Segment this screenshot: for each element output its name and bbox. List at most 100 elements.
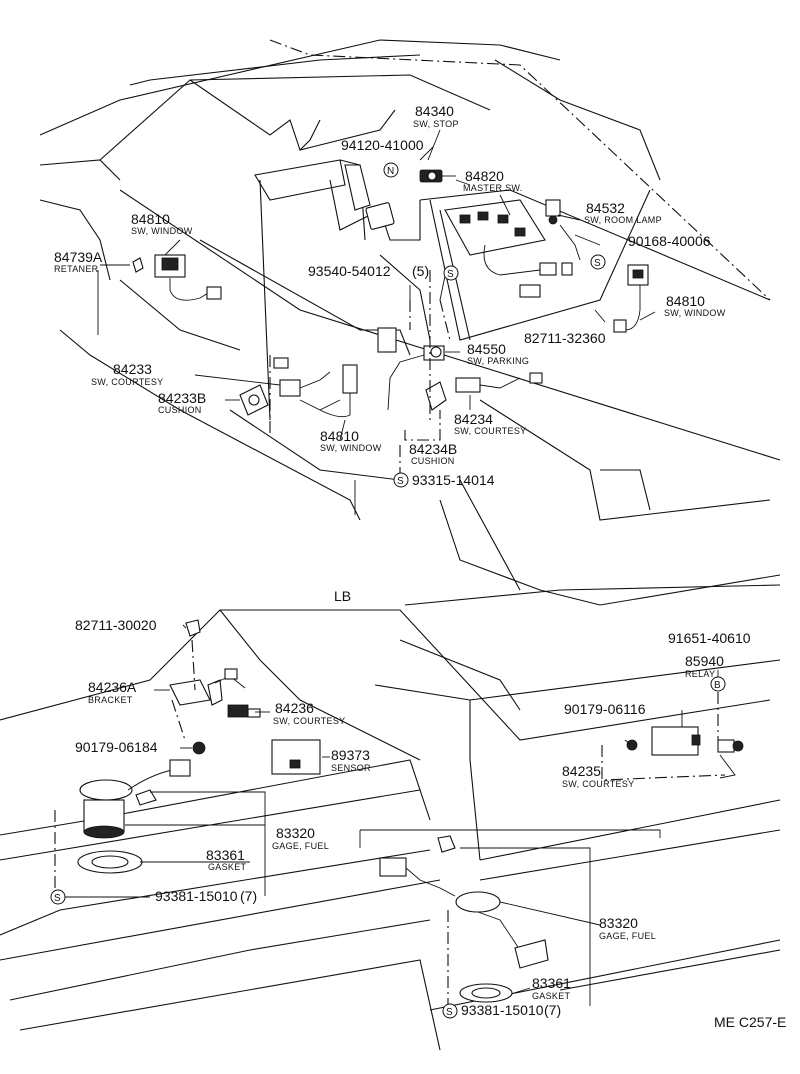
courtesy-switch-right-part [425, 372, 543, 411]
label-84810-middle: 84810 SW, WINDOW [320, 428, 382, 453]
label-84233: 84233 SW, COURTESY [91, 361, 163, 387]
svg-text:93381-15010: 93381-15010 [461, 1002, 544, 1018]
svg-text:83361: 83361 [532, 975, 571, 991]
svg-text:84233B: 84233B [158, 390, 206, 406]
svg-text:RELAY: RELAY [685, 669, 715, 679]
svg-text:84550: 84550 [467, 341, 506, 357]
svg-text:RETANER: RETANER [54, 264, 99, 274]
svg-text:84810: 84810 [320, 428, 359, 444]
body-outline-bottom [0, 584, 781, 1051]
label-91651-40610: 91651-40610 [668, 630, 751, 646]
svg-text:BRACKET: BRACKET [88, 695, 133, 705]
svg-text:S: S [397, 476, 404, 487]
stop-switch-part [419, 129, 456, 183]
svg-text:GASKET: GASKET [208, 862, 247, 872]
gasket-right-part [459, 983, 513, 1003]
label-84550: 84550 SW, PARKING [467, 341, 529, 366]
s-symbol-top: S S S [393, 254, 606, 488]
svg-text:SW, STOP: SW, STOP [413, 119, 459, 129]
courtesy-switch-left-part [239, 357, 341, 416]
label-82711-32360: 82711-32360 [524, 330, 606, 346]
svg-text:SENSOR: SENSOR [331, 763, 371, 773]
svg-text:89373: 89373 [331, 747, 370, 763]
label-82711-30020: 82711-30020 [75, 617, 157, 633]
svg-text:93540-54012: 93540-54012 [308, 263, 391, 279]
label-84236: 84236 SW, COURTESY [273, 700, 345, 726]
svg-text:SW, COURTESY: SW, COURTESY [273, 716, 345, 726]
svg-text:83320: 83320 [276, 825, 315, 841]
svg-text:SW, WINDOW: SW, WINDOW [320, 443, 382, 453]
svg-text:S: S [447, 269, 454, 280]
gasket-left-part [77, 850, 143, 874]
label-94120-41000: 94120-41000 [341, 137, 424, 153]
parking-switch-part [377, 327, 445, 411]
svg-text:83320: 83320 [599, 915, 638, 931]
nut-90179a-part [192, 741, 206, 755]
s-symbol-bottom: S S [50, 889, 458, 1019]
svg-text:B: B [714, 680, 721, 691]
retainer-part [132, 257, 144, 273]
svg-text:SW, COURTESY: SW, COURTESY [91, 377, 163, 387]
svg-text:84236A: 84236A [88, 679, 137, 695]
label-84235: 84235 SW, COURTESY [562, 763, 634, 789]
b-symbol: B [710, 676, 726, 692]
master-switch-part [444, 194, 557, 298]
svg-text:84233: 84233 [113, 361, 152, 377]
label-84739A: 84739A RETANER [54, 249, 103, 274]
svg-text:GASKET: GASKET [532, 991, 571, 1001]
label-93315-14014: 93315-14014 [412, 472, 495, 488]
svg-text:CUSHION: CUSHION [411, 456, 455, 466]
label-90168-40006: 90168-40006 [628, 233, 711, 249]
label-84234: 84234 SW, COURTESY [454, 411, 526, 436]
courtesy-switch-84235-part [717, 739, 744, 779]
brake-pedal-part [344, 164, 395, 230]
label-83320-left: 83320 GAGE, FUEL [272, 825, 329, 851]
svg-text:S: S [446, 1007, 453, 1018]
label-83361-left: 83361 GASKET [206, 847, 247, 872]
fuel-gage-left-part [79, 759, 191, 839]
leaders-top [97, 146, 656, 515]
leaders-bottom [54, 624, 726, 1006]
bracket-part [169, 668, 246, 706]
svg-text:CUSHION: CUSHION [158, 405, 202, 415]
svg-text:(7): (7) [544, 1002, 561, 1018]
label-90179-06116: 90179-06116 [564, 701, 646, 717]
label-93381-right: 93381-15010 (7) [461, 1002, 561, 1018]
label-84234B: 84234B CUSHION [409, 441, 457, 466]
window-switch-middle-part [319, 364, 358, 418]
label-93381-left: 93381-15010 (7) [155, 888, 257, 904]
svg-text:SW, WINDOW: SW, WINDOW [131, 226, 193, 236]
body-outline-top [39, 39, 781, 606]
svg-text:84739A: 84739A [54, 249, 103, 265]
svg-text:(5): (5) [412, 263, 429, 279]
label-89373: 89373 SENSOR [331, 747, 371, 773]
relay-part [651, 726, 701, 756]
svg-text:85940: 85940 [685, 653, 724, 669]
svg-text:SW, COURTESY: SW, COURTESY [454, 426, 526, 436]
label-93540-54012: 93540-54012 (5) [308, 263, 429, 279]
label-84233B: 84233B CUSHION [158, 390, 206, 415]
svg-text:(7): (7) [240, 888, 257, 904]
diagram-code: ME C257-E [714, 1014, 786, 1030]
label-85940: 85940 RELAY [685, 653, 724, 679]
svg-text:84532: 84532 [586, 200, 625, 216]
svg-text:84340: 84340 [415, 103, 454, 119]
svg-text:S: S [54, 893, 61, 904]
label-84340: 84340 SW, STOP [413, 103, 459, 129]
n-symbol: N [383, 162, 399, 178]
svg-text:84236: 84236 [275, 700, 314, 716]
svg-text:N: N [387, 166, 394, 177]
svg-text:84234B: 84234B [409, 441, 457, 457]
svg-text:SW, COURTESY: SW, COURTESY [562, 779, 634, 789]
svg-text:GAGE, FUEL: GAGE, FUEL [272, 841, 329, 851]
label-83361-right: 83361 GASKET [532, 975, 571, 1001]
svg-text:SW, WINDOW: SW, WINDOW [664, 308, 726, 318]
window-switch-left-part [154, 254, 222, 301]
room-lamp-switch-part [545, 199, 601, 276]
fuel-gage-right-part [379, 835, 549, 969]
svg-text:84810: 84810 [666, 293, 705, 309]
svg-text:83361: 83361 [206, 847, 245, 863]
label-84236A: 84236A BRACKET [88, 679, 137, 705]
label-83320-right: 83320 GAGE, FUEL [599, 915, 656, 941]
